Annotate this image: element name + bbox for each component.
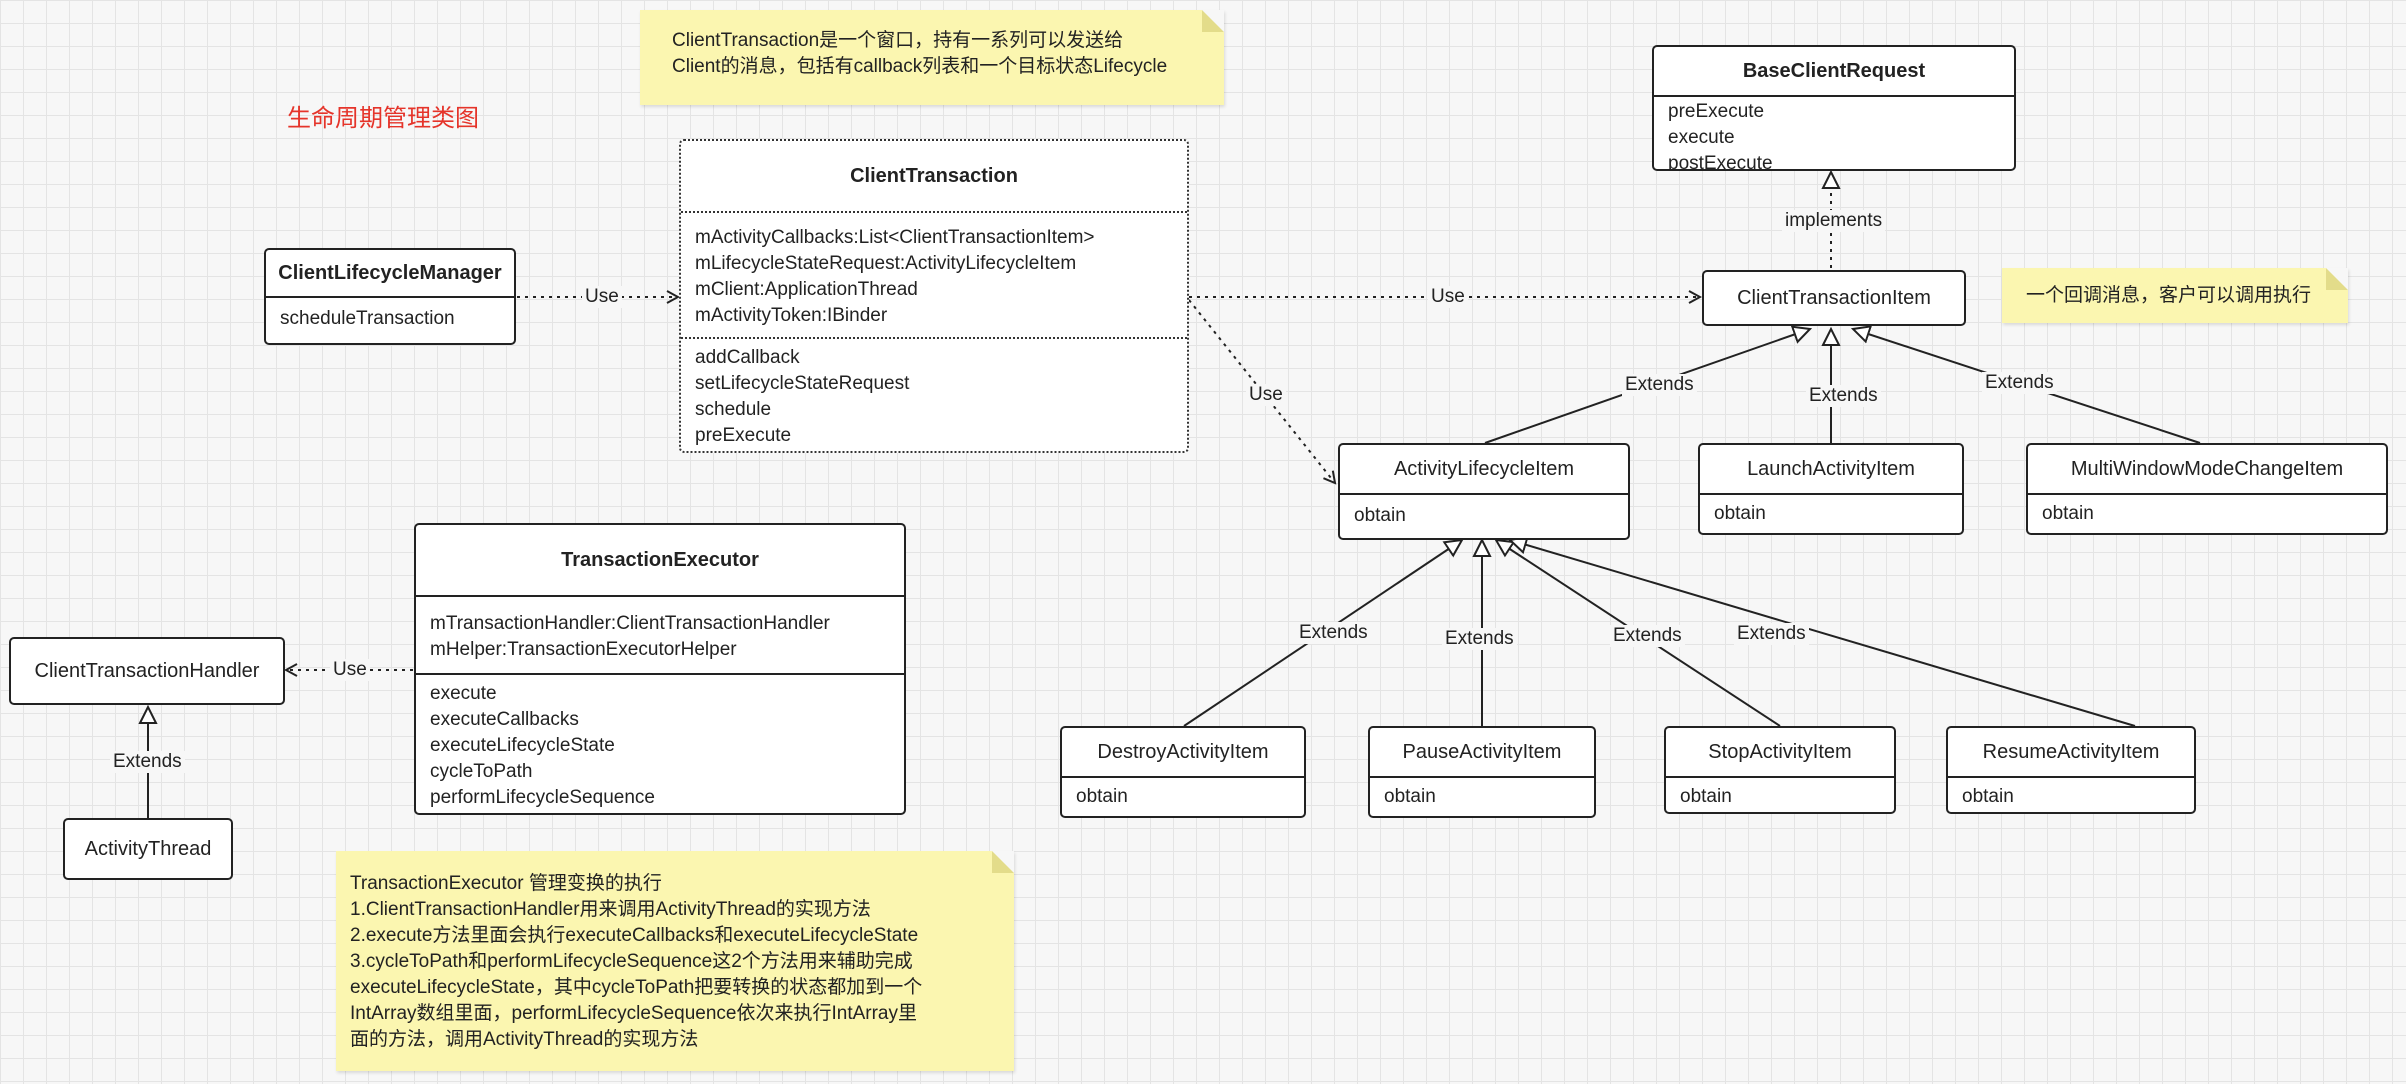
method-item: performLifecycleSequence — [430, 787, 655, 808]
method-item: obtain — [1384, 786, 1436, 807]
note-line: 2.execute方法里面会执行executeCallbacks和execute… — [350, 925, 919, 946]
resume-activity-item-class[interactable]: ResumeActivityItem obtain — [1946, 726, 2196, 814]
edge-label-extends-multi-window: Extends — [1982, 372, 2057, 394]
method-list: obtain — [1948, 778, 2194, 812]
method-item: schedule — [695, 399, 772, 420]
class-name: ClientLifecycleManager — [266, 250, 514, 298]
method-item: execute — [430, 683, 497, 704]
method-item: obtain — [2042, 503, 2094, 524]
note-line: ClientTransaction是一个窗口，持有一系列可以发送给 — [672, 30, 1124, 51]
note-line: 3.cycleToPath和performLifecycleSequence这2… — [350, 951, 913, 972]
field-item: mHelper:TransactionExecutorHelper — [430, 639, 737, 660]
edge-label-use-handler: Use — [330, 659, 370, 681]
class-name: ClientTransactionItem — [1737, 286, 1931, 309]
method-list: obtain — [2028, 495, 2386, 533]
client-transaction-note: ClientTransaction是一个窗口，持有一系列可以发送给 Client… — [640, 10, 1224, 105]
method-item: executeCallbacks — [430, 709, 579, 730]
edge-label-extends-launch: Extends — [1806, 385, 1881, 407]
note-line: Client的消息，包括有callback列表和一个目标状态Lifecycle — [672, 56, 1168, 77]
class-name: ResumeActivityItem — [1948, 728, 2194, 778]
method-list: obtain — [1370, 778, 1594, 816]
launch-activity-item-class[interactable]: LaunchActivityItem obtain — [1698, 443, 1964, 535]
method-list: preExecute execute postExecute — [1654, 97, 2014, 171]
edge-label-extends-resume: Extends — [1734, 623, 1809, 645]
class-name: BaseClientRequest — [1654, 47, 2014, 97]
method-item: preExecute — [695, 425, 792, 446]
class-name: StopActivityItem — [1666, 728, 1894, 778]
client-transaction-item-class[interactable]: ClientTransactionItem — [1702, 270, 1966, 326]
client-transaction-class[interactable]: ClientTransaction mActivityCallbacks:Lis… — [679, 139, 1189, 453]
field-item: mTransactionHandler:ClientTransactionHan… — [430, 613, 830, 634]
edge-label-extends-stop: Extends — [1610, 625, 1685, 647]
activity-thread-class[interactable]: ActivityThread — [63, 818, 233, 880]
class-name: PauseActivityItem — [1370, 728, 1594, 778]
class-name: DestroyActivityItem — [1062, 728, 1304, 778]
method-list: obtain — [1340, 495, 1628, 535]
client-transaction-handler-class[interactable]: ClientTransactionHandler — [9, 637, 285, 705]
note-line: executeLifecycleState，其中cycleToPath把要转换的… — [350, 977, 923, 998]
note-line: 面的方法，调用ActivityThread的实现方法 — [350, 1029, 699, 1050]
method-item: obtain — [1076, 786, 1128, 807]
class-name: ClientTransactionHandler — [34, 659, 260, 682]
client-lifecycle-manager-class[interactable]: ClientLifecycleManager scheduleTransacti… — [264, 248, 516, 345]
field-list: mTransactionHandler:ClientTransactionHan… — [416, 597, 904, 673]
method-item: obtain — [1714, 503, 1766, 524]
method-list: obtain — [1062, 778, 1304, 816]
method-item: scheduleTransaction — [280, 308, 455, 329]
class-name: ActivityThread — [84, 837, 212, 860]
class-name: MultiWindowModeChangeItem — [2028, 445, 2386, 495]
field-item: mActivityToken:IBinder — [695, 305, 888, 326]
activity-lifecycle-item-class[interactable]: ActivityLifecycleItem obtain — [1338, 443, 1630, 540]
diagram-title: 生命周期管理类图 — [287, 105, 479, 132]
method-item: obtain — [1962, 786, 2014, 807]
edge-label-implements: implements — [1782, 210, 1886, 232]
method-list: addCallback setLifecycleStateRequest sch… — [681, 337, 1187, 451]
method-list: execute executeCallbacks executeLifecycl… — [416, 673, 904, 813]
edge-extends-resume — [1507, 535, 2136, 727]
base-client-request-class[interactable]: BaseClientRequest preExecute execute pos… — [1652, 45, 2016, 171]
edge-label-use-transaction-item: Use — [1428, 286, 1468, 308]
note-line: IntArray数组里面，performLifecycleSequence依次来… — [350, 1003, 917, 1024]
method-item: obtain — [1680, 786, 1732, 807]
field-item: mClient:ApplicationThread — [695, 279, 918, 300]
edge-label-extends-activity-lifecycle: Extends — [1622, 374, 1697, 396]
edge-label-use-manager: Use — [582, 286, 622, 308]
class-name: TransactionExecutor — [416, 525, 904, 597]
class-name: LaunchActivityItem — [1700, 445, 1962, 495]
note-line: 1.ClientTransactionHandler用来调用ActivityTh… — [350, 899, 871, 920]
pause-activity-item-class[interactable]: PauseActivityItem obtain — [1368, 726, 1596, 818]
field-list: mActivityCallbacks:List<ClientTransactio… — [681, 213, 1187, 337]
field-item: mLifecycleStateRequest:ActivityLifecycle… — [695, 253, 1077, 274]
method-item: execute — [1668, 127, 1735, 148]
method-list: scheduleTransaction — [266, 298, 514, 338]
note-line: 一个回调消息，客户可以调用执行 — [2026, 285, 2312, 306]
multi-window-mode-change-item-class[interactable]: MultiWindowModeChangeItem obtain — [2026, 443, 2388, 535]
field-item: mActivityCallbacks:List<ClientTransactio… — [695, 227, 1095, 248]
class-name: ActivityLifecycleItem — [1340, 445, 1628, 495]
edge-label-extends-pause: Extends — [1442, 628, 1517, 650]
method-item: postExecute — [1668, 153, 1773, 171]
class-name: ClientTransaction — [681, 141, 1187, 213]
method-item: setLifecycleStateRequest — [695, 373, 910, 394]
edge-label-extends-activity-thread: Extends — [110, 751, 185, 773]
method-item: preExecute — [1668, 101, 1765, 122]
edge-label-use-lifecycle-item: Use — [1246, 384, 1286, 406]
note-line: TransactionExecutor 管理变换的执行 — [350, 873, 662, 894]
stop-activity-item-class[interactable]: StopActivityItem obtain — [1664, 726, 1896, 814]
method-list: obtain — [1700, 495, 1962, 533]
callback-note: 一个回调消息，客户可以调用执行 — [2002, 268, 2348, 323]
method-item: executeLifecycleState — [430, 735, 615, 756]
method-item: cycleToPath — [430, 761, 533, 782]
destroy-activity-item-class[interactable]: DestroyActivityItem obtain — [1060, 726, 1306, 818]
transaction-executor-class[interactable]: TransactionExecutor mTransactionHandler:… — [414, 523, 906, 815]
method-list: obtain — [1666, 778, 1894, 812]
edge-label-extends-destroy: Extends — [1296, 622, 1371, 644]
method-item: obtain — [1354, 505, 1406, 526]
method-item: addCallback — [695, 347, 800, 368]
executor-note: TransactionExecutor 管理变换的执行 1.ClientTran… — [336, 851, 1014, 1071]
